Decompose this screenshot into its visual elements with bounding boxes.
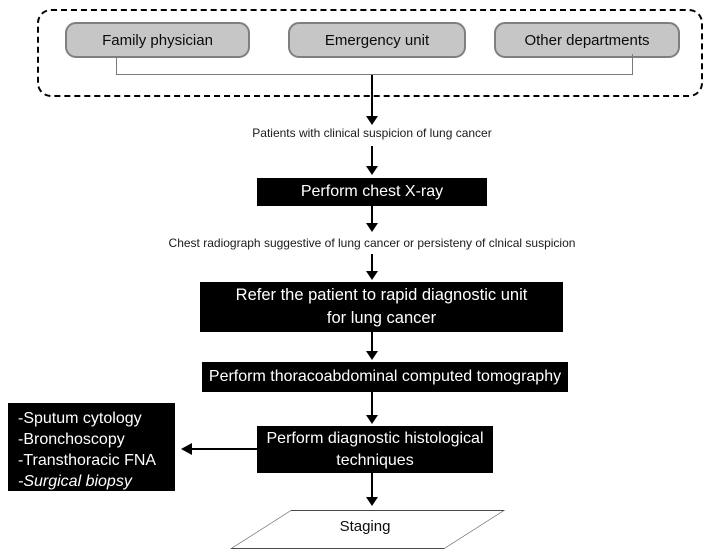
flow-line-5 <box>371 332 373 351</box>
source-emergency-unit: Emergency unit <box>288 22 466 58</box>
down-arrow-icon <box>366 351 378 360</box>
connector-line-left <box>116 56 117 74</box>
technique-surgical-biopsy: -Surgical biopsy <box>18 473 132 490</box>
step-perform-chest-xray-label: Perform chest X-ray <box>300 183 444 200</box>
technique-bronchoscopy: -Bronchoscopy <box>18 431 125 448</box>
caption-radiograph-suggestive: Chest radiograph suggestive of lung canc… <box>168 236 576 250</box>
technique-transthoracic-fna: -Transthoracic FNA <box>18 452 157 469</box>
step-diagnostic-histological-techniques: Perform diagnostic histological techniqu… <box>257 426 493 473</box>
step-refer-line-2: for lung cancer <box>326 309 437 327</box>
down-arrow-icon <box>366 223 378 232</box>
step-histology-line-2: techniques <box>336 451 414 469</box>
down-arrow-icon <box>366 415 378 424</box>
down-arrow-icon <box>366 116 378 125</box>
flow-line-2 <box>371 146 373 166</box>
down-arrow-icon <box>366 166 378 175</box>
source-family-physician: Family physician <box>65 22 250 58</box>
step-thoracoabdominal-ct-label: Perform thoracoabdominal computed tomogr… <box>208 368 562 385</box>
step-perform-chest-xray: Perform chest X-ray <box>257 178 487 206</box>
staging-label: Staging <box>339 518 391 535</box>
techniques-list-box: -Sputum cytology -Bronchoscopy -Transtho… <box>8 403 175 491</box>
step-thoracoabdominal-ct: Perform thoracoabdominal computed tomogr… <box>202 362 568 392</box>
connector-line-right <box>632 54 633 74</box>
flow-line-4 <box>371 254 373 271</box>
flow-line-1 <box>371 75 373 116</box>
source-other-departments: Other departments <box>494 22 680 58</box>
source-emergency-unit-label: Emergency unit <box>324 31 430 49</box>
caption-clinical-suspicion: Patients with clinical suspicion of lung… <box>252 126 492 140</box>
step-refer-rapid-diagnostic-unit: Refer the patient to rapid diagnostic un… <box>200 282 563 332</box>
referral-sources-container <box>37 9 703 97</box>
flow-line-7 <box>371 473 373 497</box>
flow-line-3 <box>371 206 373 223</box>
side-flow-line <box>192 448 257 450</box>
down-arrow-icon <box>366 271 378 280</box>
down-arrow-icon <box>366 497 378 506</box>
technique-sputum-cytology: -Sputum cytology <box>18 410 142 427</box>
source-family-physician-label: Family physician <box>102 31 213 49</box>
source-other-departments-label: Other departments <box>524 31 650 49</box>
left-arrow-icon <box>181 443 192 455</box>
connector-line-horizontal <box>116 74 633 75</box>
flow-line-6 <box>371 392 373 415</box>
step-histology-line-1: Perform diagnostic histological <box>266 429 484 447</box>
step-refer-line-1: Refer the patient to rapid diagnostic un… <box>235 286 528 304</box>
